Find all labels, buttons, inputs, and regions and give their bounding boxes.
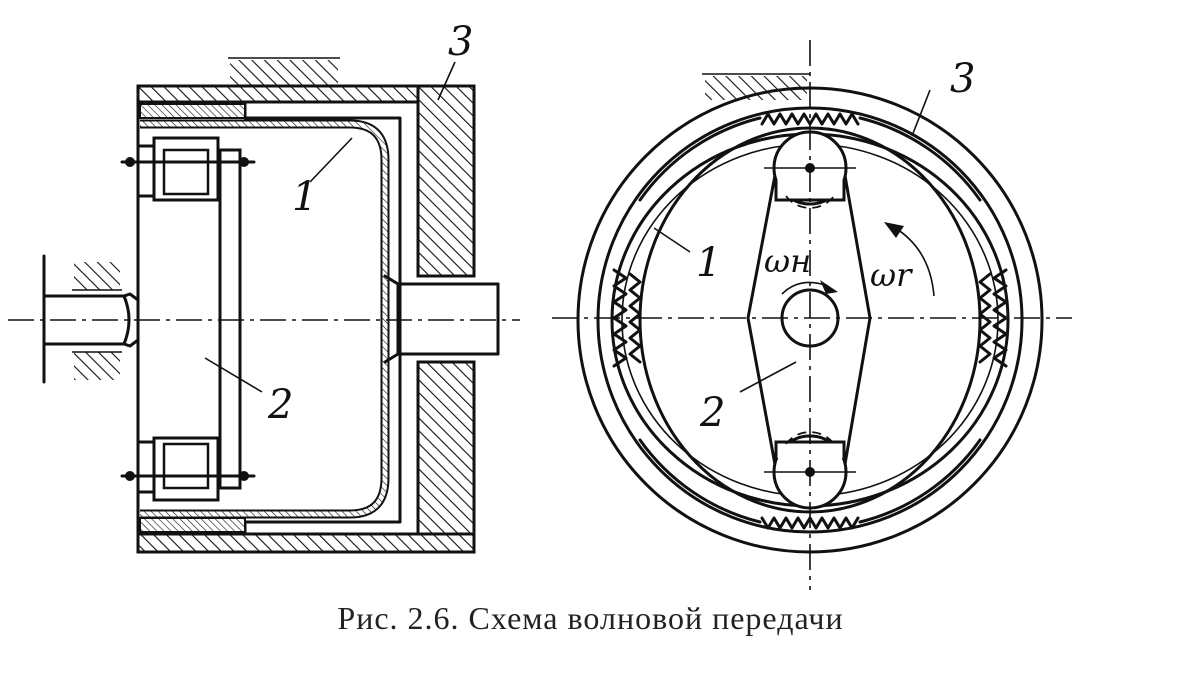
label-right-3: 3 [950,56,975,102]
label-left-3: 3 [448,19,473,65]
ground-hatch-top [228,57,340,86]
label-left-2: 2 [267,382,293,428]
wave-generator [746,130,872,510]
label-right-1: 1 [696,240,721,286]
figure-caption: Рис. 2.6. Схема волновой передачи [337,600,844,636]
wave-generator-arm [120,136,256,502]
label-right-2: 2 [699,390,725,436]
ground-hatch-right [702,73,810,100]
label-omega-h: ωн [764,242,811,280]
rigid-gear-housing [136,84,476,554]
output-shaft [383,274,500,364]
label-left-1: 1 [292,174,317,220]
flexible-gear-cup [140,119,390,519]
label-omega-r: ωr [870,256,913,294]
wave-gear-diagram: 3 1 2 [8,19,1072,590]
cross-section-view: 3 1 2 ωн ωr [552,40,1072,590]
input-shaft [42,254,140,384]
section-view: 3 1 2 [8,19,520,554]
